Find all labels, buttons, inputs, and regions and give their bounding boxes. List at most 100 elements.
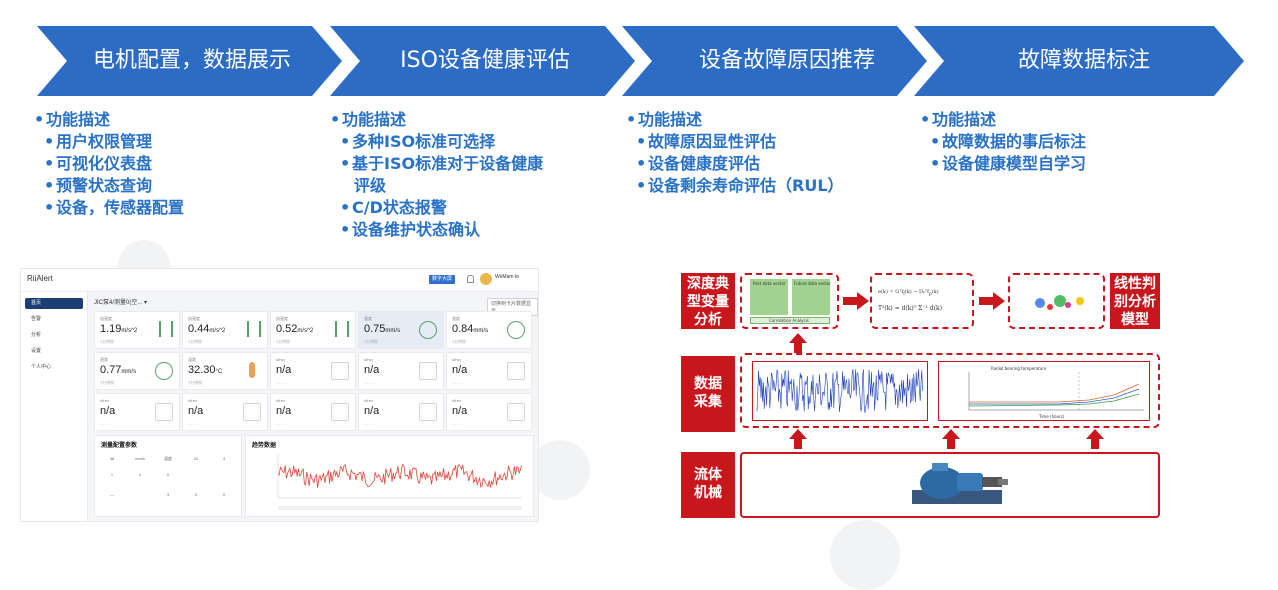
metric-timestamp: 2分钟前 — [188, 380, 203, 385]
metric-timestamp: - - - - - — [452, 421, 464, 426]
metric-label: other — [188, 398, 198, 403]
vibration-signal — [756, 368, 923, 413]
arrow-up-icon — [1086, 429, 1104, 449]
step-label: 故障数据标注 — [1017, 48, 1150, 73]
feature-item: 设备剩余寿命评估（RUL） — [648, 176, 844, 195]
feature-list-4: •功能描述 •故障数据的事后标注 •设备健康模型自学习 — [920, 110, 1087, 173]
fluid-machinery-tile — [740, 452, 1160, 518]
metric-card[interactable]: 速度 0.75mm/s 2分钟前 — [358, 311, 444, 349]
table-cell: 1 — [110, 472, 114, 477]
step-label: 设备故障原因推荐 — [698, 48, 875, 73]
metric-label: 加速度 — [100, 316, 112, 321]
table-cell: mm/s — [135, 456, 145, 461]
metric-card[interactable]: 加速度 1.19m/s^2 2分钟前 — [94, 311, 180, 349]
feature-item: 评级 — [354, 176, 387, 195]
formula-tile: e(k) = Gᵀff(k) − Dₚᵀfp(k) T²(k) = d(k)ᵀ … — [870, 273, 974, 329]
temperature-panel: Radial bearing temperature Time (hours) — [938, 361, 1150, 421]
panel-title: 趋势数据 — [252, 443, 277, 449]
bell-icon[interactable] — [467, 275, 474, 283]
table-cell: 3 — [166, 492, 170, 497]
user-name: WeMam to — [495, 274, 520, 280]
metric-value: n/a — [452, 364, 468, 376]
feature-item: 设备，传感器配置 — [56, 198, 185, 217]
sidebar-item-settings[interactable]: 设置 — [31, 348, 42, 354]
metric-card[interactable]: other n/a - - - - - — [446, 393, 532, 431]
level-bars-icon — [247, 321, 261, 337]
arrow-right-icon — [979, 292, 1005, 310]
metric-timestamp: - - - - - — [276, 380, 288, 385]
metric-value: 0.75mm/s — [364, 323, 401, 335]
metric-label: 温度 — [188, 357, 196, 362]
metric-value: 1.19m/s^2 — [100, 323, 138, 335]
arrow-up-icon — [789, 333, 807, 353]
metric-label: other — [100, 398, 110, 403]
metric-value: n/a — [188, 405, 204, 417]
sidebar-item-profile[interactable]: 个人中心 — [31, 364, 52, 370]
feature-item: 设备健康度评估 — [648, 154, 761, 173]
feature-heading: 功能描述 — [932, 110, 997, 129]
table-cell: 0 — [222, 492, 226, 497]
gauge-icon — [507, 321, 525, 339]
metric-timestamp: - - - - - — [452, 380, 464, 385]
metric-timestamp: 2分钟前 — [100, 380, 115, 385]
metric-label: other — [364, 357, 374, 362]
metric-timestamp: 2分钟前 — [452, 339, 467, 344]
metric-timestamp: 2分钟前 — [100, 339, 115, 344]
formula-text: e(k) = Gᵀff(k) − Dₚᵀfp(k) — [878, 289, 939, 296]
device-select[interactable]: JIC泵4/测量0(空... ▾ — [94, 300, 148, 306]
metric-value: 0.84mm/s — [452, 323, 489, 335]
sidebar-item-analysis[interactable]: 分析 — [31, 332, 42, 338]
future-vector-box — [792, 279, 830, 315]
app-logo: RiiAlert — [27, 274, 53, 283]
metric-label: 加速度 — [188, 316, 200, 321]
dashboard-screenshot: RiiAlert 数字大屏 WeMam to 首页 告警 分析 设置 个人中心 … — [20, 268, 539, 522]
future-vector-label: Future data vector — [794, 281, 831, 286]
sidebar-item-home[interactable]: 首页 — [25, 298, 83, 309]
sidebar-item-alerts[interactable]: 告警 — [31, 316, 42, 322]
bearing-chart-title: Radial bearing temperature — [991, 366, 1047, 371]
process-step-2: ISO设备健康评估 — [330, 26, 635, 96]
table-cell: 38 — [109, 456, 115, 461]
cube-icon — [507, 403, 525, 421]
metric-value: n/a — [364, 405, 380, 417]
chevron-shape — [914, 26, 1244, 96]
arrow-right-icon — [843, 292, 869, 310]
chevron-shape — [622, 26, 927, 96]
metric-value: 0.77mm/s — [100, 364, 137, 376]
row-label-data-collection: 数据采集 — [681, 356, 735, 432]
metric-label: other — [452, 398, 462, 403]
cca-tile: Past data vector Future data vector Corr… — [740, 273, 839, 329]
lda-model-label: 线性判别分析模型 — [1110, 273, 1160, 329]
table-cell: 0 — [194, 492, 198, 497]
scatter-plot — [1035, 295, 1084, 310]
formula-text: T²(k) = d(k)ᵀ Σ⁻¹ d(k) — [878, 305, 943, 312]
metric-label: 速度 — [364, 316, 372, 321]
cube-icon — [331, 362, 349, 380]
correlation-label: Correlation Analysis — [769, 318, 809, 323]
metric-label: 速度 — [452, 316, 460, 321]
feature-item: 预警状态查询 — [56, 176, 153, 195]
metric-card[interactable]: 速度 0.84mm/s 2分钟前 — [446, 311, 532, 349]
metric-value: n/a — [452, 405, 468, 417]
table-cell: 0 — [166, 472, 170, 477]
avatar[interactable] — [480, 273, 492, 285]
config-panel: 测量配置参数 38 mm/s 湿度 22 4 1 2 0 — 3 0 0 — [94, 435, 242, 517]
process-step-1: 电机配置，数据展示 — [37, 26, 342, 96]
metric-timestamp: - - - - - — [364, 380, 376, 385]
big-screen-button[interactable]: 数字大屏 — [429, 275, 456, 284]
pump-image — [912, 463, 1008, 504]
table-cell: 湿度 — [164, 456, 172, 461]
feature-item: C/D状态报警 — [352, 198, 447, 217]
metric-timestamp: 2分钟前 — [364, 339, 379, 344]
